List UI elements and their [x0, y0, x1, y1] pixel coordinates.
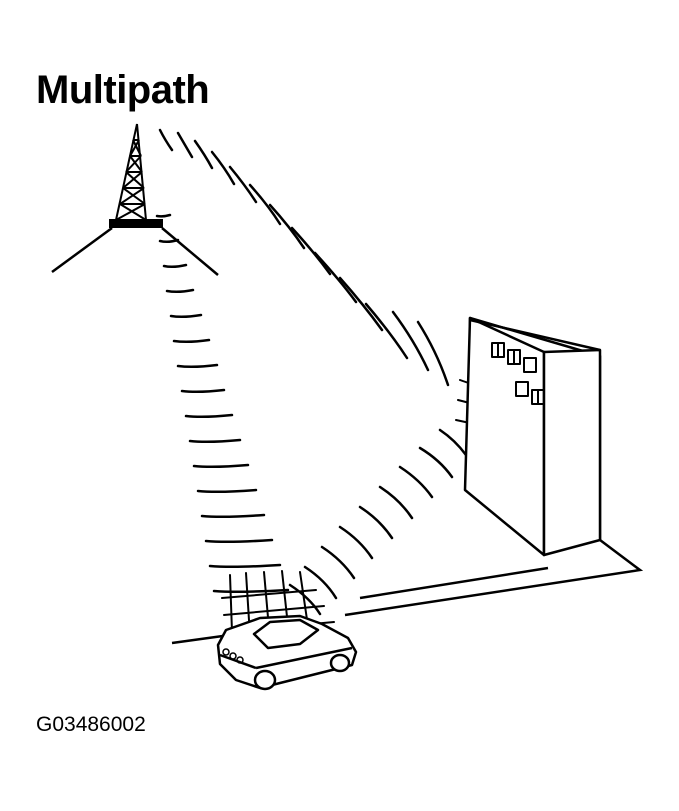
car-icon — [218, 616, 356, 689]
direct-wave-fronts — [157, 215, 288, 592]
figure-code: G03486002 — [36, 713, 146, 736]
ground-lines — [52, 228, 640, 643]
reflected-wave-fronts-to-car — [290, 430, 466, 614]
radio-tower-icon — [110, 124, 162, 227]
building-icon — [465, 318, 600, 555]
reflected-wave-fronts-to-building — [160, 130, 448, 385]
diagram-title: Multipath — [36, 68, 210, 112]
